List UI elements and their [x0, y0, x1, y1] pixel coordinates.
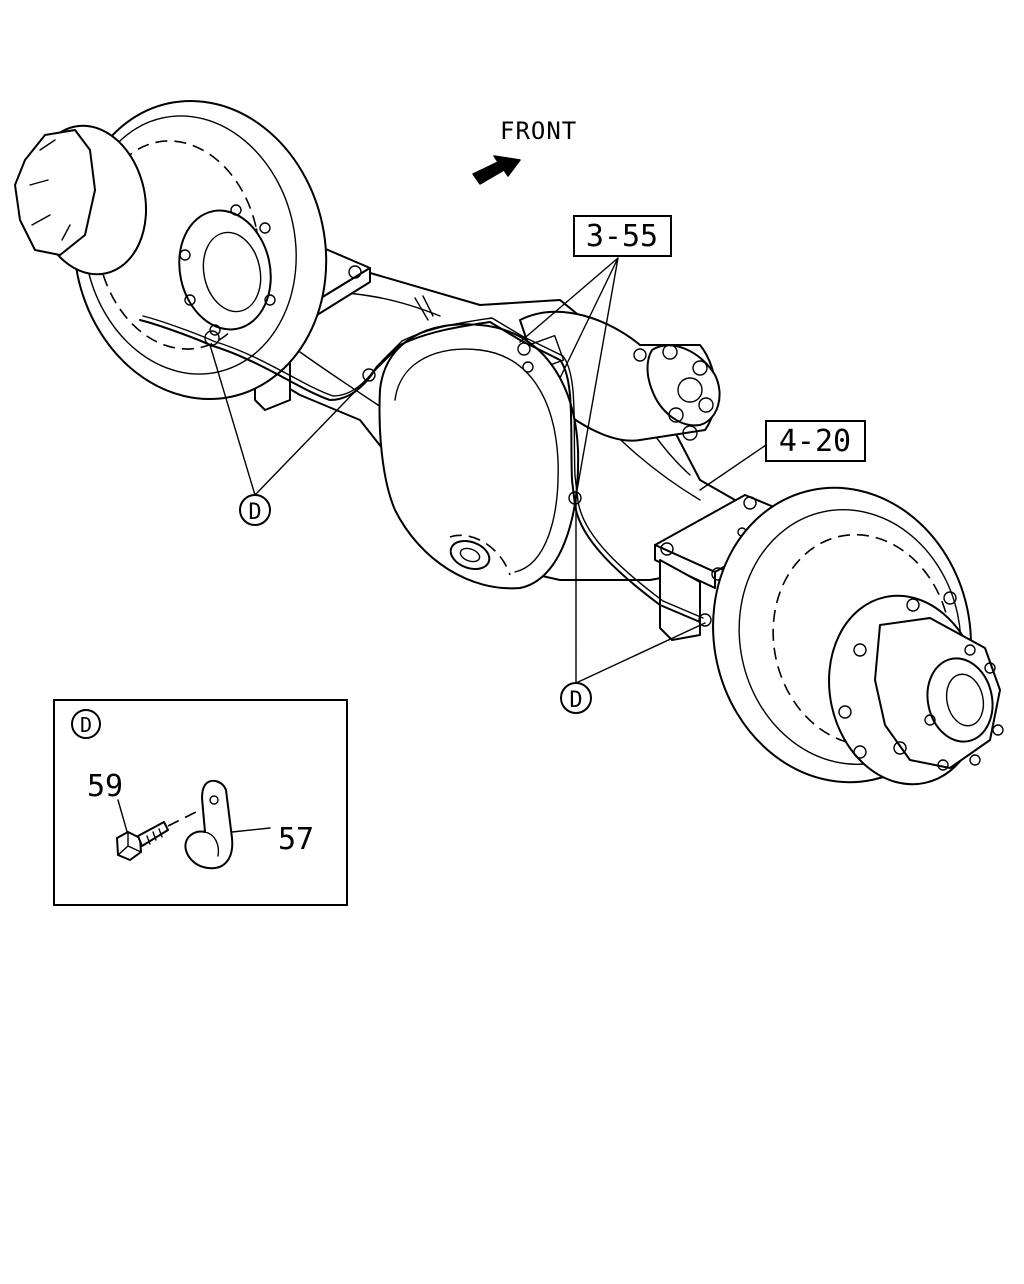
ref-label-3-55: 3-55: [586, 219, 658, 254]
differential-cover: [378, 323, 580, 590]
front-arrow-icon: [472, 155, 521, 185]
detail-view-d: D 59 57: [53, 699, 348, 906]
bolt-icon: [116, 799, 213, 861]
wheel-hub-left: [14, 99, 328, 401]
part-number-59: 59: [87, 769, 123, 804]
ref-box-3-55: [573, 215, 672, 257]
ref-label-4-20: 4-20: [779, 424, 851, 459]
ref-box-4-20: [765, 420, 866, 462]
detail-view-frame: [53, 699, 348, 906]
wheel-hub-right: [712, 486, 1004, 786]
detail-marker-right: D: [560, 497, 706, 714]
pipe-clip-icon: [184, 779, 271, 870]
front-label: FRONT: [500, 117, 577, 145]
leader-3-55: [519, 257, 619, 497]
detail-view-marker: D: [80, 713, 92, 737]
detail-marker-left-label: D: [248, 500, 261, 525]
rear-axle-assembly: [14, 99, 1004, 786]
part-number-57: 57: [278, 822, 314, 857]
detail-marker-left: D: [209, 344, 371, 526]
detail-marker-right-label: D: [569, 688, 582, 713]
leader-4-20: [699, 444, 767, 491]
